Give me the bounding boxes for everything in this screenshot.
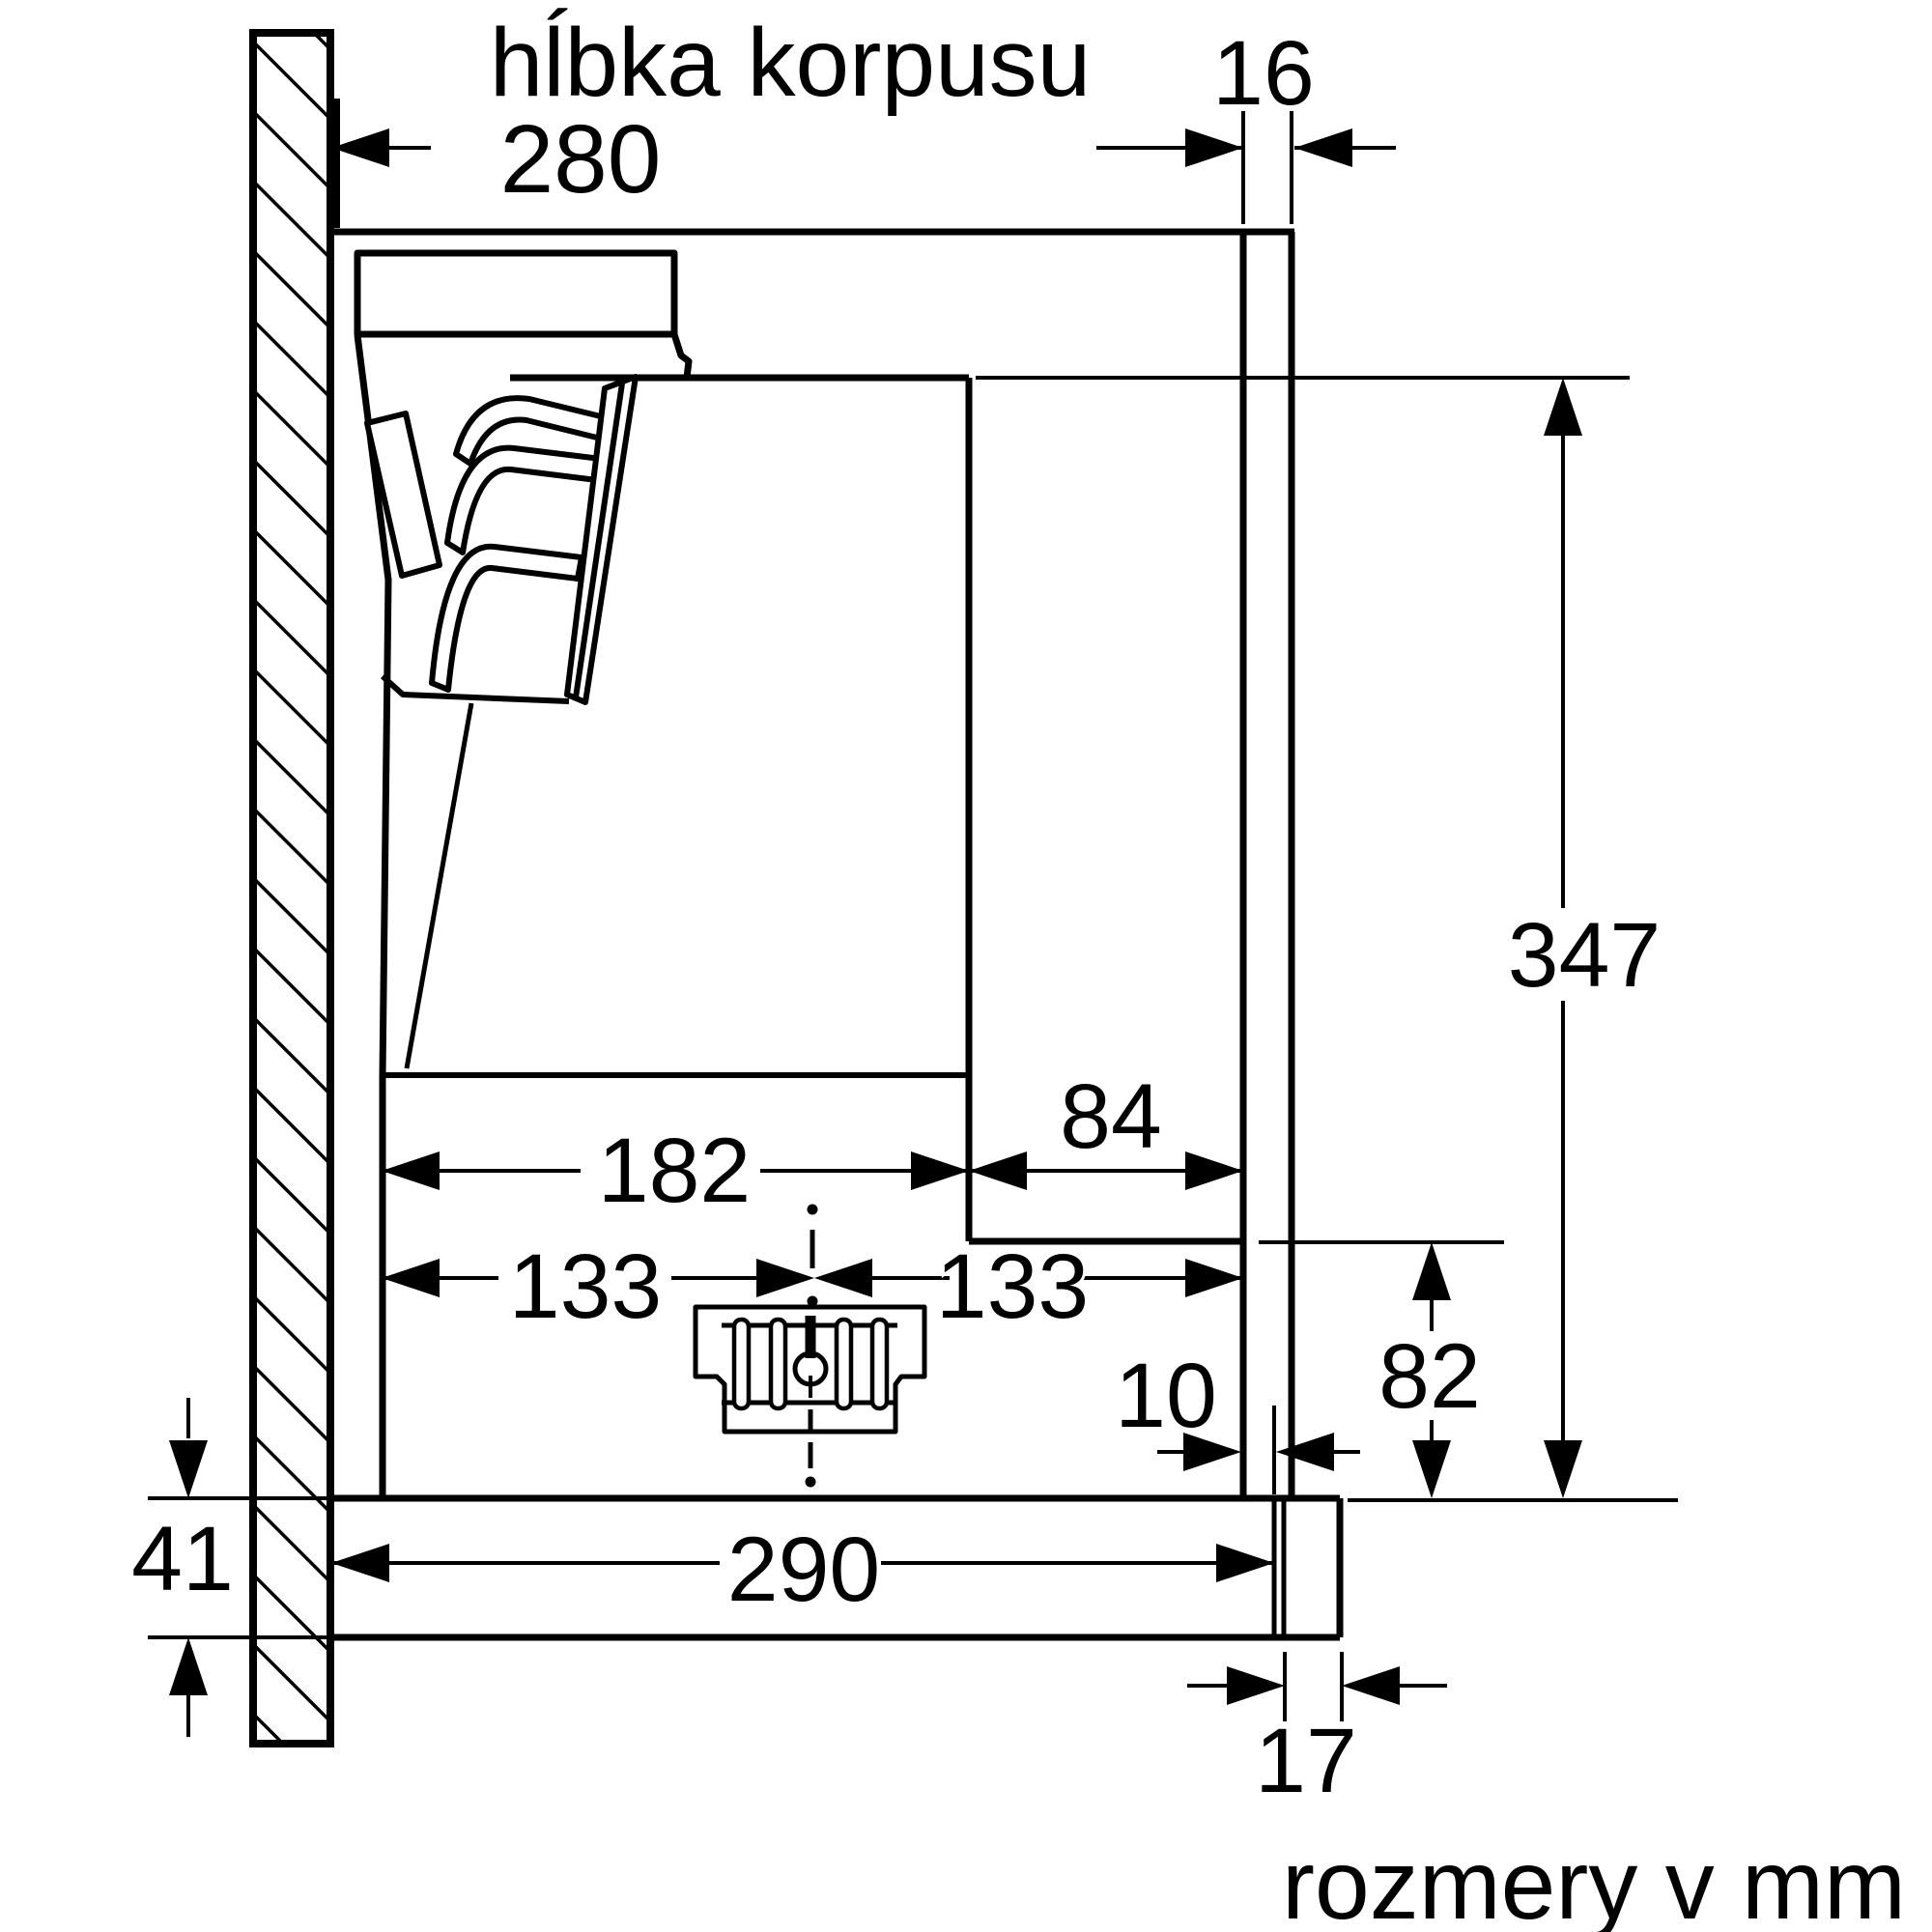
flue-baffle-plate [364, 411, 442, 579]
dim-label-133-left: 133 [509, 1236, 663, 1338]
dim-label-82: 82 [1378, 1325, 1481, 1428]
extension-lines [148, 111, 1678, 1721]
dimension-lines [169, 128, 1582, 1737]
filter-tray-edge [380, 673, 570, 704]
duct-rib-1 [731, 1317, 752, 1411]
duct-rib-2 [768, 1317, 788, 1411]
guide-rail-line [404, 702, 474, 1069]
dim-label-133-right: 133 [936, 1236, 1090, 1338]
footer-units-note: rozmery v mm [1282, 1830, 1906, 1932]
filter-mechanism [364, 374, 639, 1069]
duct-rib-3 [834, 1317, 854, 1411]
dim-label-10: 10 [1115, 1345, 1217, 1447]
dim-label-290: 290 [727, 1519, 881, 1621]
flange-step [670, 332, 693, 379]
dim-label-17: 17 [1255, 1710, 1357, 1812]
dim-label-16: 16 [1212, 22, 1315, 125]
filter-frame-inner-line [573, 383, 625, 698]
cabinet-outline [331, 228, 1344, 1641]
top-flange-box [354, 249, 678, 338]
duct-rib-4 [869, 1317, 890, 1411]
wall-section [249, 29, 340, 1747]
title-cabinet-depth: hĺbka korpusu [490, 8, 1092, 117]
dim-label-41: 41 [131, 1508, 234, 1610]
grease-filter-3 [429, 543, 584, 693]
wall-mounting-bracket [327, 99, 340, 228]
dim-label-280: 280 [500, 105, 662, 213]
duct-connector [693, 1304, 927, 1435]
dim-label-347: 347 [1508, 904, 1662, 1007]
duct-centerline [805, 1204, 818, 1488]
dim-label-84: 84 [1060, 1065, 1162, 1168]
dim-label-182: 182 [598, 1120, 752, 1222]
body-wall-side-edge [354, 334, 392, 1498]
